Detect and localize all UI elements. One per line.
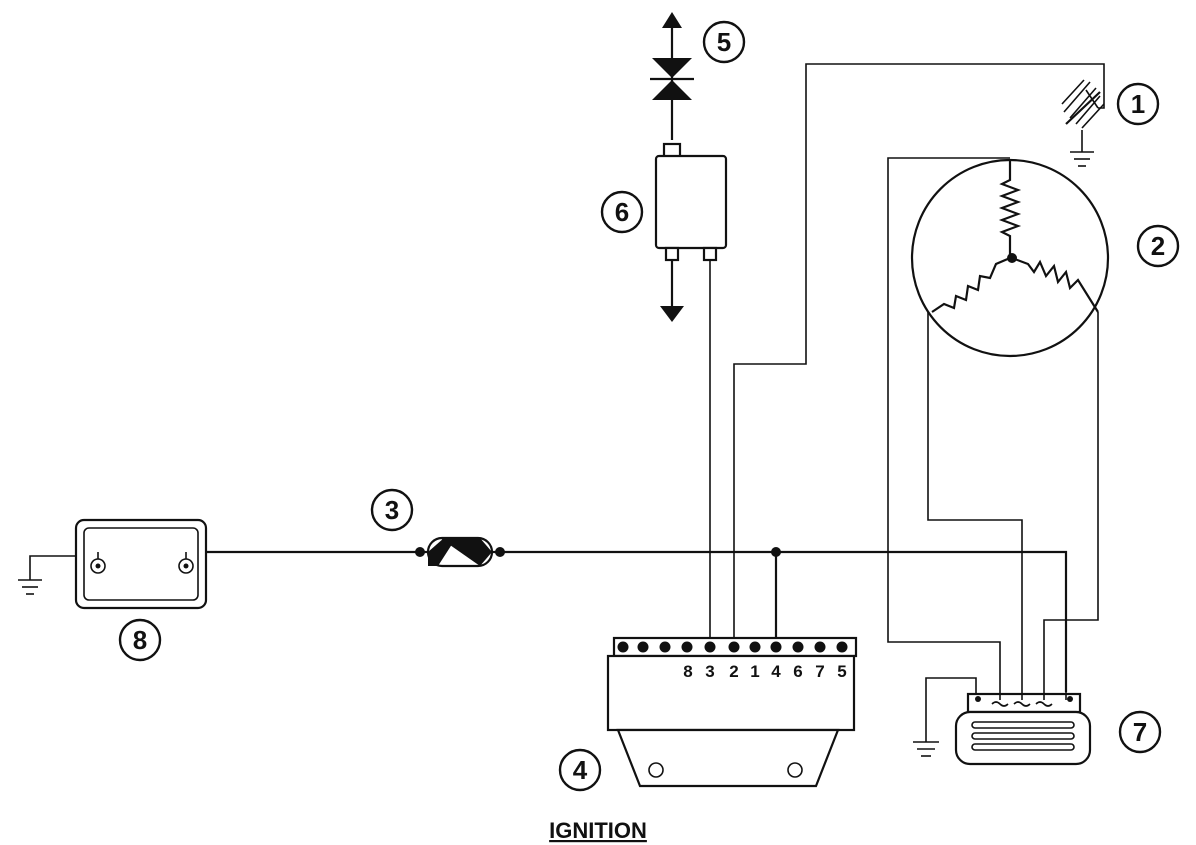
terminal-strip xyxy=(612,636,858,658)
terminal-label: 7 xyxy=(815,662,824,681)
callout-2: 2 xyxy=(1136,224,1180,268)
fuse-icon xyxy=(420,536,500,568)
callout-7: 7 xyxy=(1118,710,1162,754)
terminal-label: 8 xyxy=(683,662,692,681)
callout-5: 5 xyxy=(702,20,746,64)
cdi-unit-icon: 8 3 2 1 4 6 7 5 xyxy=(606,636,858,788)
terminal-label: 5 xyxy=(837,662,846,681)
coil-wire xyxy=(733,63,1105,643)
callout-4: 4 xyxy=(558,748,602,792)
svg-text:2: 2 xyxy=(1151,231,1165,261)
svg-text:1: 1 xyxy=(1131,89,1145,119)
terminal-label: 3 xyxy=(705,662,714,681)
terminal-label: 6 xyxy=(793,662,802,681)
ignition-coil-icon xyxy=(1061,79,1105,129)
battery-icon xyxy=(74,518,208,610)
stator-wires xyxy=(887,157,1099,692)
callout-8: 8 xyxy=(118,618,162,662)
terminal-label: 1 xyxy=(750,662,759,681)
callout-3: 3 xyxy=(370,488,414,532)
regulator-icon xyxy=(954,692,1092,766)
diagram-title: IGNITION xyxy=(549,818,647,843)
svg-text:4: 4 xyxy=(573,755,588,785)
svg-text:5: 5 xyxy=(717,27,731,57)
ground-icon xyxy=(1070,130,1094,167)
ground-icon xyxy=(18,579,42,595)
terminal-label: 2 xyxy=(729,662,738,681)
svg-text:3: 3 xyxy=(385,495,399,525)
callout-1: 1 xyxy=(1116,82,1160,126)
terminal-label: 4 xyxy=(771,662,781,681)
junction-dot xyxy=(771,547,781,557)
svg-text:6: 6 xyxy=(615,197,629,227)
stator-icon xyxy=(910,158,1110,358)
pickup-coil-icon xyxy=(654,142,728,322)
main-power-wire xyxy=(186,550,1068,692)
module-ground-wire xyxy=(925,677,977,742)
svg-text:8: 8 xyxy=(133,625,147,655)
callout-6: 6 xyxy=(600,190,644,234)
svg-text:7: 7 xyxy=(1133,717,1147,747)
ground-icon xyxy=(913,741,939,757)
spark-plug-icon xyxy=(650,12,694,140)
